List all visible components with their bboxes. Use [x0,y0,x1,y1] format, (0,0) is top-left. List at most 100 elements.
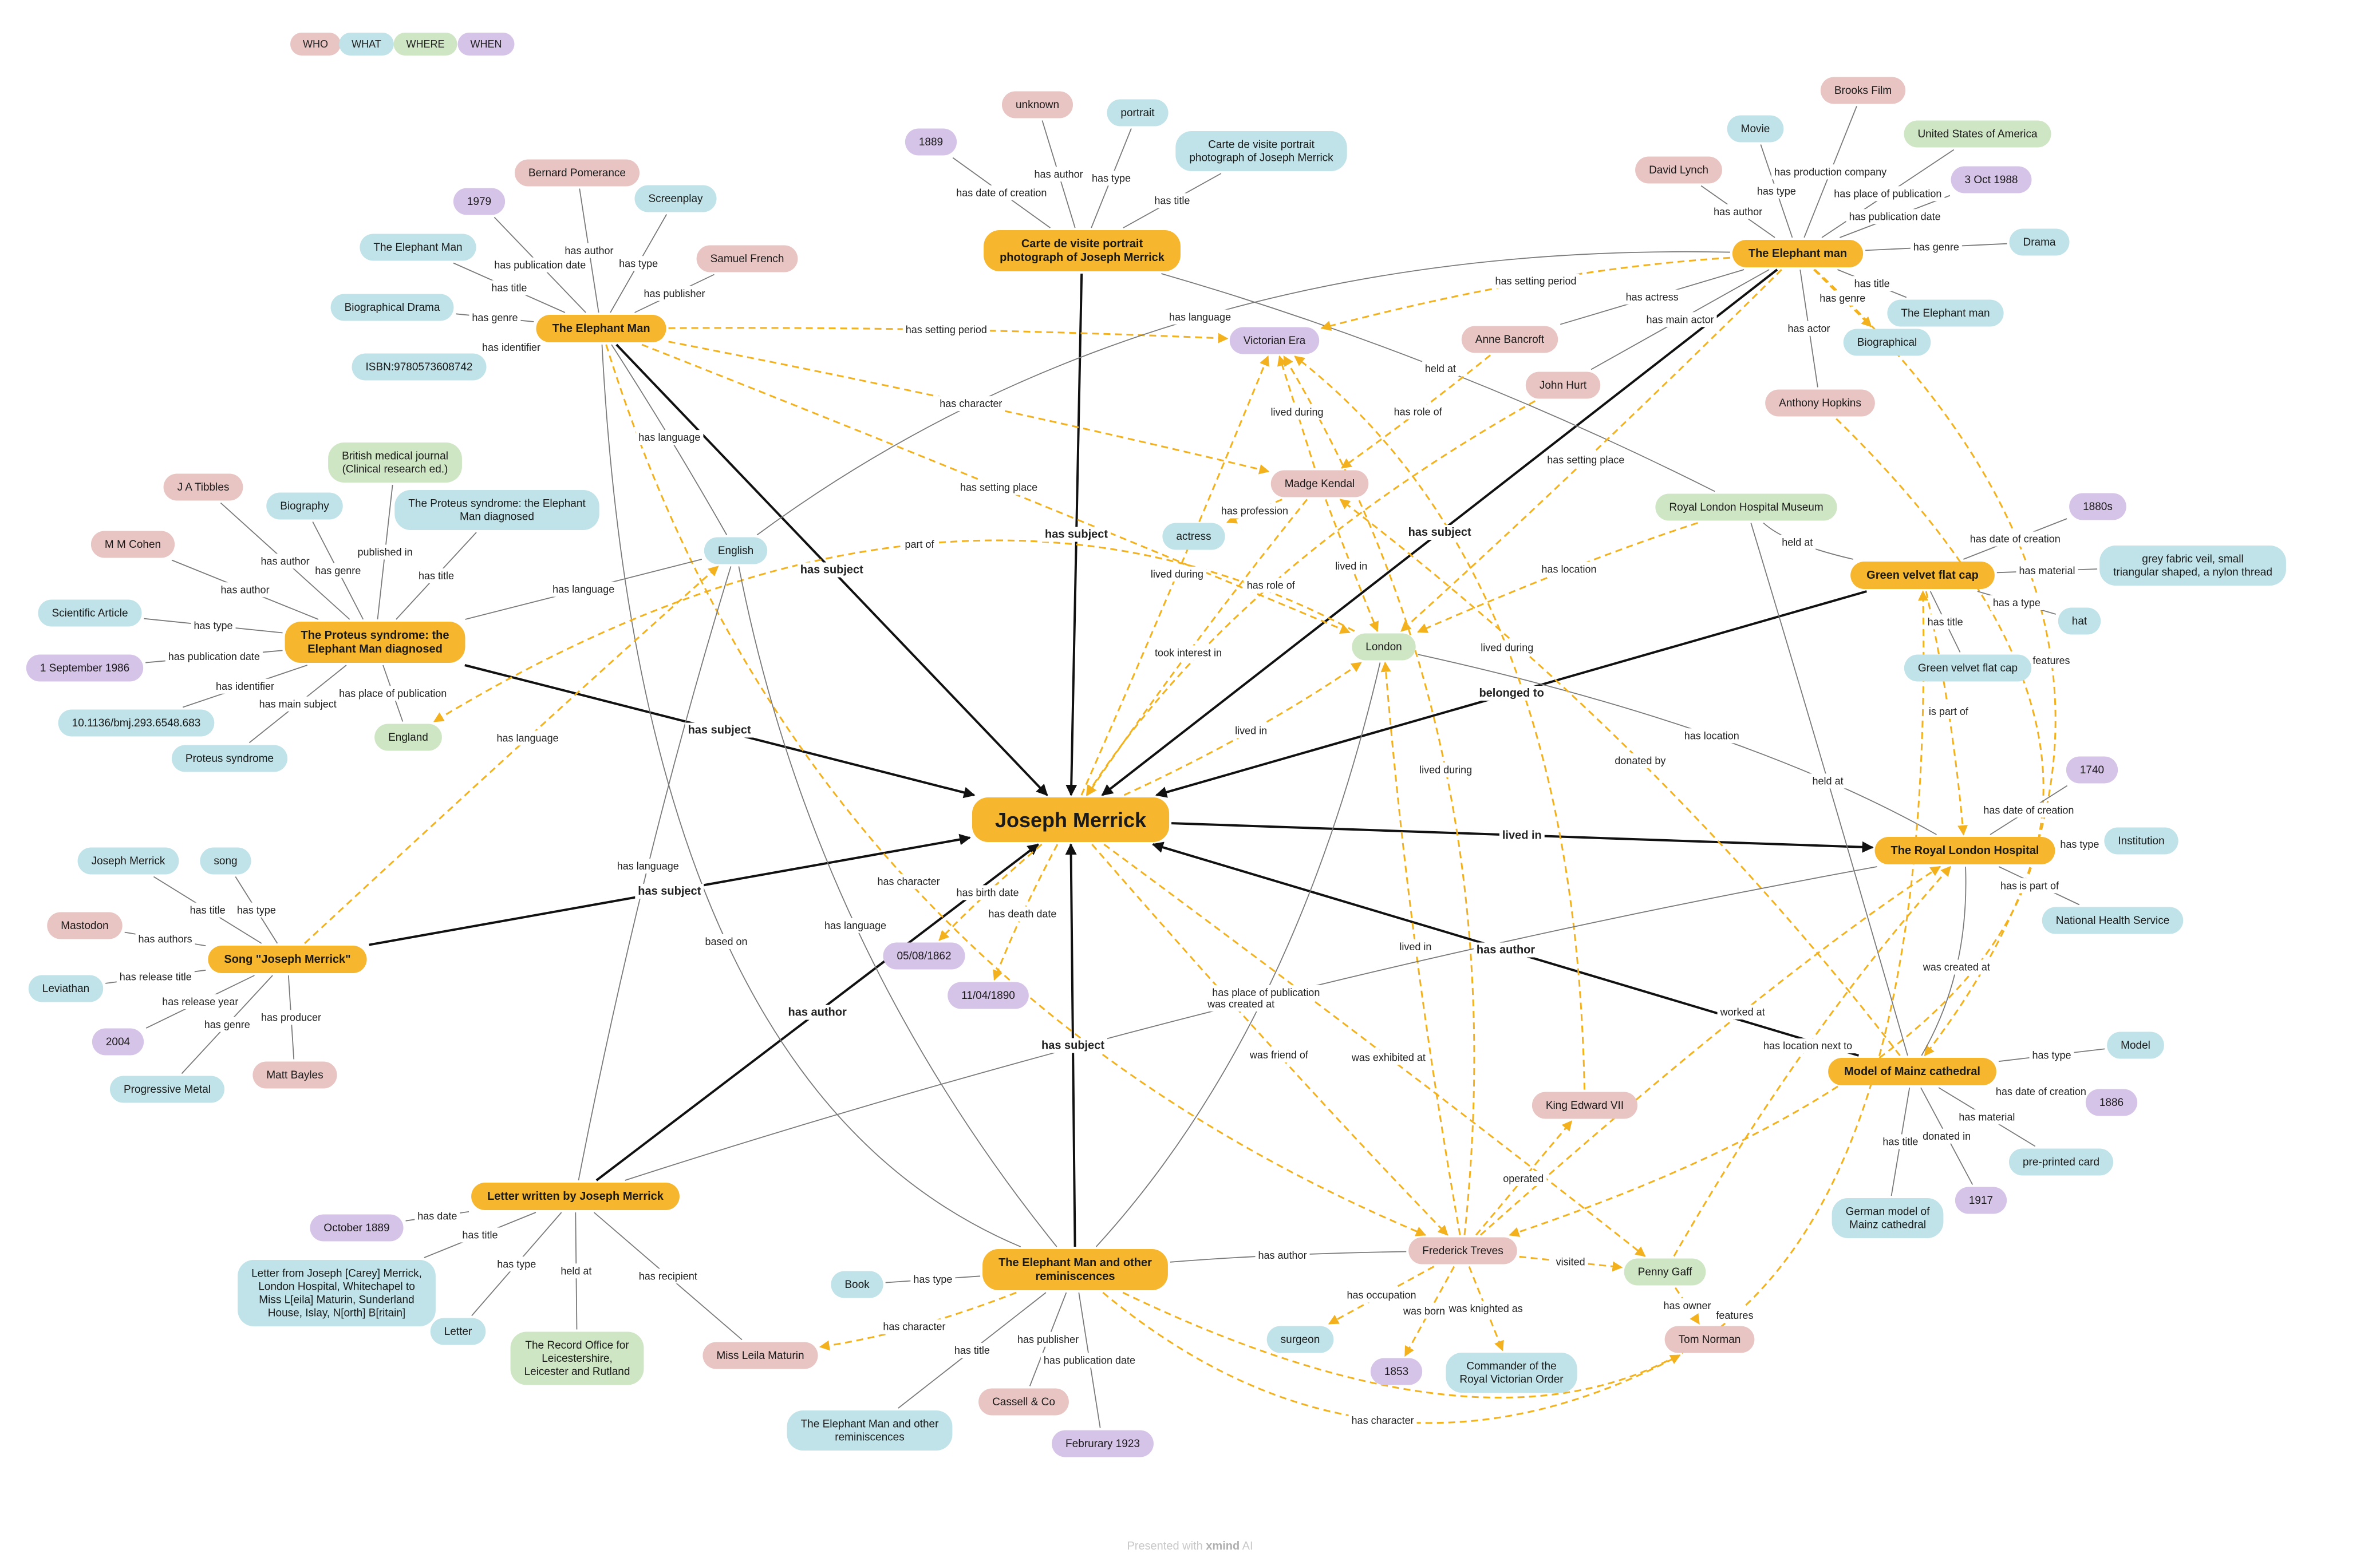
node-doi[interactable]: 10.1136/bmj.293.6548.683 [58,709,215,737]
node-isbn[interactable]: ISBN:9780573608742 [352,353,487,381]
node-bmj[interactable]: British medical journal(Clinical researc… [328,442,462,483]
node-lynch[interactable]: David Lynch [1635,156,1722,184]
node-cassell[interactable]: Cassell & Co [978,1388,1069,1416]
node-n2004[interactable]: 2004 [92,1028,144,1056]
node-birth[interactable]: 05/08/1862 [883,942,965,970]
node-biography[interactable]: Biography [266,492,343,520]
node-n1889[interactable]: 1889 [905,128,957,156]
node-nhs-bg [2042,907,2184,934]
node-n1880s[interactable]: 1880s [2069,493,2126,520]
node-jm_title[interactable]: Joseph Merrick [77,847,179,875]
node-leviathan[interactable]: Leviathan [28,975,104,1002]
node-cap_title[interactable]: Green velvet flat cap [1904,654,2032,682]
node-sept1986[interactable]: 1 September 1986 [26,654,144,682]
node-oct1889[interactable]: October 1889 [310,1214,404,1242]
node-em_play[interactable]: The Elephant Man [536,315,666,342]
node-em_title1[interactable]: The Elephant Man [360,234,476,261]
node-tibbles[interactable]: J A Tibbles [163,473,243,501]
node-english[interactable]: English [704,537,768,564]
node-song[interactable]: Song "Joseph Merrick" [208,946,367,973]
node-mastodon[interactable]: Mastodon [47,912,123,939]
node-screenplay[interactable]: Screenplay [634,185,717,212]
edge-em_movie-features-model [1814,268,2057,1057]
node-unknown[interactable]: unknown [1001,91,1073,118]
node-maturin[interactable]: Miss Leila Maturin [702,1342,818,1369]
node-brooks[interactable]: Brooks Film [1820,77,1906,104]
node-booktype[interactable]: Book [831,1271,883,1298]
node-modeltype-line: Model [2121,1040,2150,1052]
node-n1979[interactable]: 1979 [453,188,506,215]
node-bancroft[interactable]: Anne Bancroft [1461,326,1558,353]
node-london[interactable]: London [1352,633,1416,661]
node-actress[interactable]: actress [1162,523,1225,550]
node-hurt[interactable]: John Hurt [1525,372,1601,399]
node-nhs[interactable]: National Health Service [2042,907,2184,934]
node-n1917[interactable]: 1917 [1955,1187,2007,1214]
node-letter[interactable]: Letter written by Joseph Merrick [471,1183,680,1210]
edge-label-bg [1422,361,1459,377]
node-progmetal[interactable]: Progressive Metal [109,1076,225,1103]
edge-label-bg [1681,728,1742,744]
node-n1853[interactable]: 1853 [1370,1358,1423,1385]
edge-label-bg [1967,531,2063,547]
node-n1740-line: 1740 [2080,764,2104,776]
node-institution[interactable]: Institution [2104,827,2178,855]
node-portrait[interactable]: portrait [1107,99,1169,127]
node-cohen[interactable]: M M Cohen [90,531,175,558]
node-england[interactable]: England [374,724,442,751]
node-movie[interactable]: Movie [1727,115,1784,143]
node-preprinted[interactable]: pre-printed card [2008,1148,2114,1176]
edge-label-text: has release year [162,996,238,1007]
edge-hurt-has-role-of-jm [1086,400,1536,796]
node-feb1923[interactable]: Februrary 1923 [1052,1430,1154,1457]
node-treves[interactable]: Frederick Treves [1408,1237,1517,1264]
edge-label-bg [685,722,754,738]
node-biodrama[interactable]: Biographical Drama [330,294,454,321]
node-sciart[interactable]: Scientific Article [38,599,142,627]
node-french[interactable]: Samuel French [696,245,798,272]
edge-label-text: has publication date [494,259,586,271]
node-n1886[interactable]: 1886 [2085,1089,2138,1116]
node-penny[interactable]: Penny Gaff [1624,1258,1706,1286]
node-em_movie[interactable]: The Elephant man [1732,240,1864,267]
node-death[interactable]: 11/04/1890 [948,982,1029,1009]
node-museum[interactable]: Royal London Hospital Museum [1655,493,1837,521]
node-kendal[interactable]: Madge Kendal [1270,470,1369,497]
node-book-bg [982,1249,1168,1290]
edge-label-text: was knighted as [1448,1303,1523,1314]
node-norman[interactable]: Tom Norman [1664,1326,1755,1353]
node-edward[interactable]: King Edward VII [1532,1092,1638,1119]
node-pomerance[interactable]: Bernard Pomerance [514,159,640,187]
node-oct1988[interactable]: 3 Oct 1988 [1951,166,2032,193]
node-n1740[interactable]: 1740 [2066,756,2118,784]
node-bayles[interactable]: Matt Bayles [252,1061,337,1089]
node-em_title2[interactable]: The Elephant man [1887,299,2004,327]
node-cap[interactable]: Green velvet flat cap [1850,562,1995,589]
node-surgeon[interactable]: surgeon [1266,1326,1334,1353]
node-letter_title[interactable]: Letter from Joseph [Carey] Merrick,Londo… [238,1260,436,1326]
edge-label-bg [1956,1109,2018,1125]
node-jm[interactable]: Joseph Merrick [972,797,1170,842]
node-biographical[interactable]: Biographical [1843,329,1931,356]
node-drama[interactable]: Drama [2009,228,2070,256]
node-proteus_syn[interactable]: Proteus syndrome [171,745,288,772]
node-hopkins[interactable]: Anthony Hopkins [1765,389,1875,417]
node-lettertype[interactable]: Letter [430,1318,486,1345]
node-songtype[interactable]: song [200,847,251,875]
node-rlh[interactable]: The Royal London Hospital [1874,837,2055,864]
node-usa[interactable]: United States of America [1904,120,2051,148]
node-victorian[interactable]: Victorian Era [1229,327,1320,354]
node-modeltype[interactable]: Model [2107,1032,2164,1059]
node-model[interactable]: Model of Mainz cathedral [1828,1058,1996,1085]
node-hat[interactable]: hat [2058,607,2101,635]
